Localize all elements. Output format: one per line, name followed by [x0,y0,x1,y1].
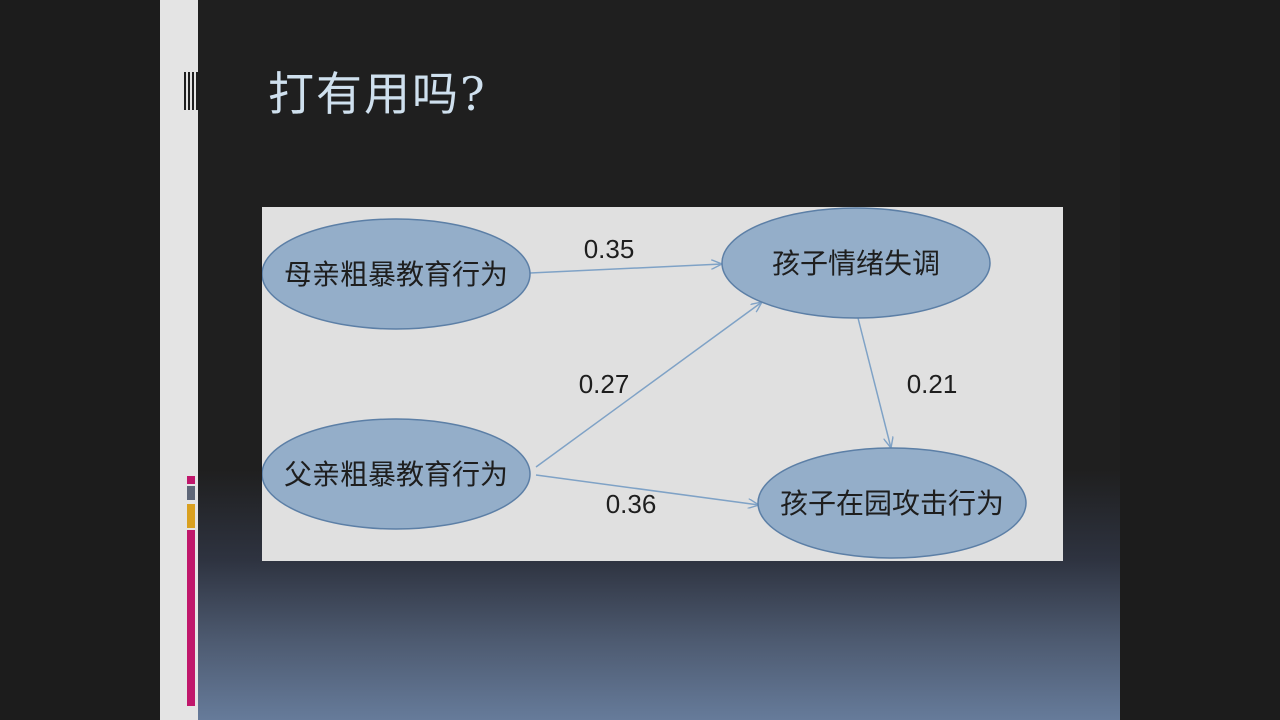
accent-bar-gold [187,504,195,528]
edge-mother-to-emotion [529,264,722,274]
path-diagram: 母亲粗暴教育行为 父亲粗暴教育行为 孩子情绪失调 孩子在园攻击行为 0.35 0… [262,207,1063,561]
node-label-father: 父亲粗暴教育行为 [284,458,508,491]
edge-label-father-aggression: 0.36 [606,489,657,519]
slide-title: 打有用吗? [268,67,487,121]
barcode-decoration [184,72,198,110]
node-father-harsh-parenting: 父亲粗暴教育行为 [262,418,531,530]
node-label-mother: 母亲粗暴教育行为 [284,258,508,291]
accent-bar-gray [187,486,195,500]
node-label-emotion: 孩子情绪失调 [772,247,940,280]
edge-label-emotion-aggression: 0.21 [907,369,958,399]
edge-label-mother-emotion: 0.35 [584,234,635,264]
node-label-aggression: 孩子在园攻击行为 [780,487,1004,520]
edge-father-to-emotion [535,302,762,468]
edge-label-father-emotion: 0.27 [579,369,630,399]
node-child-emotion-dysregulation: 孩子情绪失调 [721,207,991,319]
accent-bar-pink-long [187,530,195,706]
accent-bar-pink-top [187,476,195,484]
edge-father-to-aggression [535,474,759,505]
edge-emotion-to-aggression [857,317,891,448]
node-mother-harsh-parenting: 母亲粗暴教育行为 [262,218,531,330]
node-child-aggression: 孩子在园攻击行为 [757,447,1027,559]
